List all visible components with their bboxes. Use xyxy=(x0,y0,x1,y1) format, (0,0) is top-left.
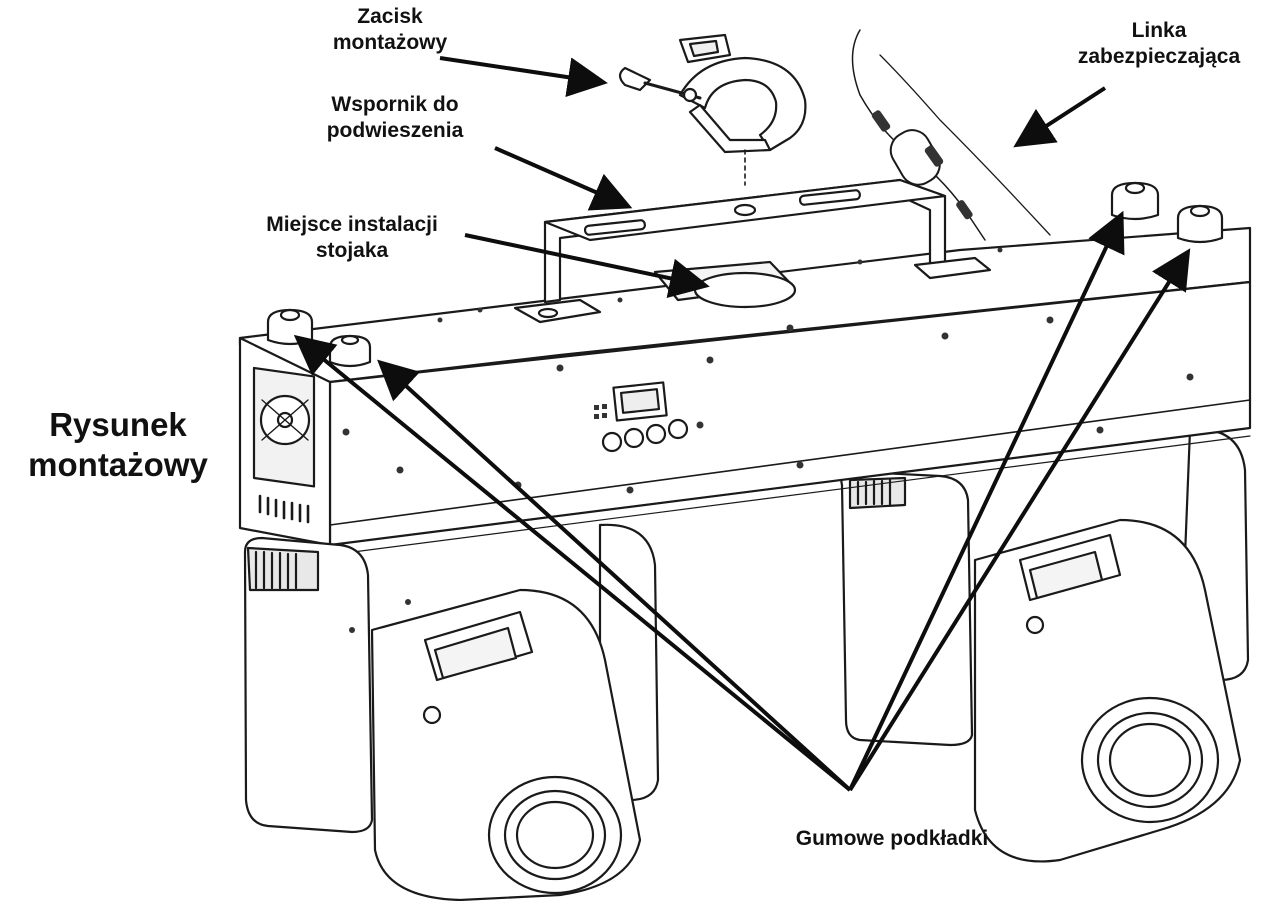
arrow-foot-1 xyxy=(293,334,852,792)
figure-title-line2: montażowy xyxy=(28,445,208,483)
label-stand-spot-line1: Miejsce instalacji xyxy=(266,213,438,236)
arrow-bracket xyxy=(494,146,633,211)
label-bracket-line1: Wspornik do xyxy=(331,93,459,116)
label-safety-cable-line1: Linka xyxy=(1131,19,1187,42)
end-cap-fan-box xyxy=(238,336,332,547)
hanging-bracket xyxy=(513,178,992,324)
control-panel xyxy=(594,381,689,453)
moving-head-left xyxy=(243,523,660,901)
arrow-safety-cable xyxy=(1013,86,1107,148)
arrow-foot-2 xyxy=(377,359,852,792)
label-clamp: Zacisk montażowy xyxy=(320,4,460,55)
label-clamp-line1: Zacisk xyxy=(357,5,423,28)
label-safety-cable: Linka zabezpieczająca xyxy=(1060,18,1258,69)
safety-cable xyxy=(851,29,1051,241)
arrow-foot-3 xyxy=(848,210,1125,791)
arrow-foot-4 xyxy=(848,248,1191,792)
label-bracket: Wspornik do podwieszenia xyxy=(295,92,495,143)
bar-screw-holes xyxy=(342,247,1194,494)
moving-head-right xyxy=(840,428,1250,863)
label-rubber-feet: Gumowe podkładki xyxy=(762,826,1022,852)
mounting-clamp xyxy=(618,33,807,186)
callout-arrows xyxy=(293,56,1191,792)
label-stand-spot: Miejsce instalacji stojaka xyxy=(238,212,466,263)
label-rubber-feet-line1: Gumowe podkładki xyxy=(795,827,989,850)
figure-title: Rysunek montażowy xyxy=(2,405,234,484)
label-stand-spot-line2: stojaka xyxy=(315,238,389,262)
arrow-clamp xyxy=(439,56,608,98)
label-clamp-line2: montażowy xyxy=(332,30,448,54)
label-safety-cable-line2: zabezpieczająca xyxy=(1077,44,1241,68)
label-bracket-line2: podwieszenia xyxy=(326,118,464,142)
arrow-stand-spot xyxy=(464,233,710,298)
figure-title-line1: Rysunek xyxy=(49,406,187,443)
